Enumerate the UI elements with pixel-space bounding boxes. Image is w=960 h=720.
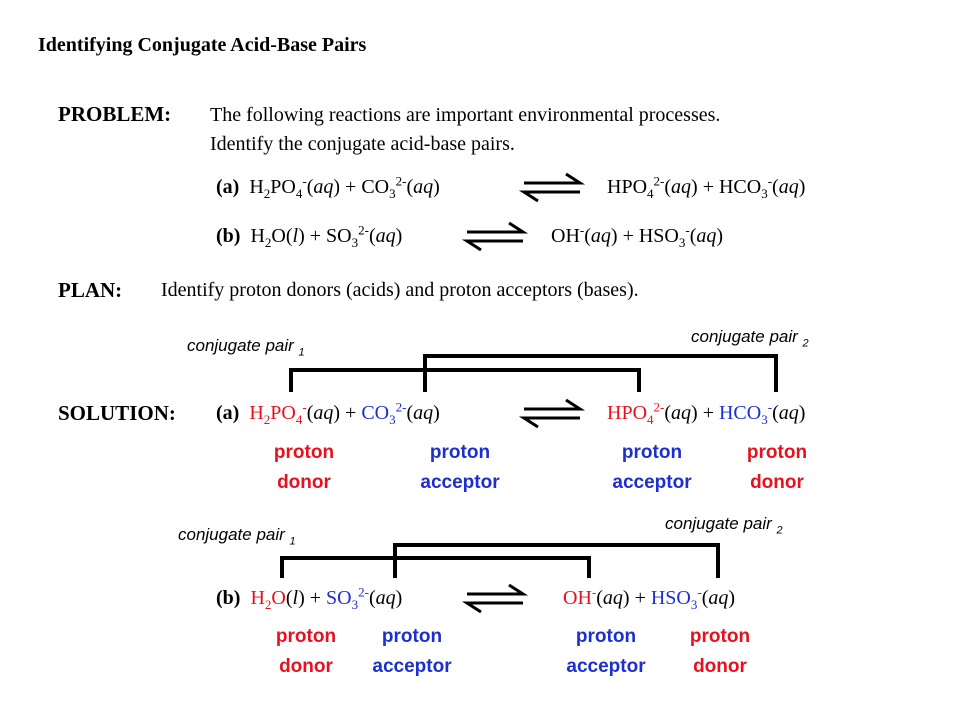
- plan-label: PLAN:: [58, 278, 123, 302]
- species-hso3: HSO3-: [650, 584, 702, 612]
- solution-reaction-b-reactants: (b) H2O(l) + SO32-(aq): [216, 584, 403, 612]
- reaction-a-label: (a): [216, 176, 240, 198]
- solution-reaction-a-products: HPO42-(aq) + HCO3-(aq): [607, 399, 806, 427]
- bracket-pair-2-a: [423, 354, 778, 392]
- problem-line-1: The following reactions are important en…: [210, 104, 721, 126]
- species-hpo4: HPO42-: [607, 399, 665, 427]
- plan-text: Identify proton donors (acids) and proto…: [161, 279, 639, 301]
- species-oh: OH-: [563, 584, 597, 609]
- species-so3: SO32-: [326, 584, 369, 612]
- problem-reaction-b-products: OH-(aq) + HSO3-(aq): [551, 222, 724, 250]
- equilibrium-arrow-problem-b: [461, 221, 529, 252]
- species-h2po4: H2PO4-: [249, 399, 307, 427]
- problem-reaction-a-reactants: (a) H2PO4-(aq) + CO32-(aq): [216, 173, 440, 201]
- species-co3: CO32-: [361, 399, 407, 427]
- equilibrium-arrow-problem-a: [518, 172, 586, 203]
- conjugate-pair-2-label-b: conjugate pair 2: [665, 514, 783, 537]
- conjugate-pair-1-label-a: conjugate pair 1: [187, 336, 305, 359]
- problem-reaction-b-reactants: (b) H2O(l) + SO32-(aq): [216, 222, 403, 250]
- conjugate-pair-2-label-a: conjugate pair 2: [691, 327, 809, 350]
- conjugate-pair-1-label-b: conjugate pair 1: [178, 525, 296, 548]
- problem-label: PROBLEM:: [58, 102, 172, 126]
- solution-label: SOLUTION:: [58, 401, 176, 425]
- bracket-pair-2-b: [393, 543, 720, 578]
- bracket-pair-1-a: [289, 368, 641, 392]
- bracket-pair-1-b: [280, 556, 591, 578]
- solution-reaction-b-products: OH-(aq) + HSO3-(aq): [563, 584, 736, 612]
- page-title: Identifying Conjugate Acid-Base Pairs: [38, 34, 367, 56]
- reaction-b-label: (b): [216, 225, 241, 247]
- equilibrium-arrow-solution-b: [461, 583, 529, 614]
- equilibrium-arrow-solution-a: [518, 398, 586, 429]
- species-h2o: H2O: [250, 587, 286, 612]
- problem-reaction-a-products: HPO42-(aq) + HCO3-(aq): [607, 173, 806, 201]
- problem-line-2: Identify the conjugate acid-base pairs.: [210, 133, 515, 155]
- solution-reaction-a-reactants: (a) H2PO4-(aq) + CO32-(aq): [216, 399, 440, 427]
- species-hco3: HCO3-: [718, 399, 773, 427]
